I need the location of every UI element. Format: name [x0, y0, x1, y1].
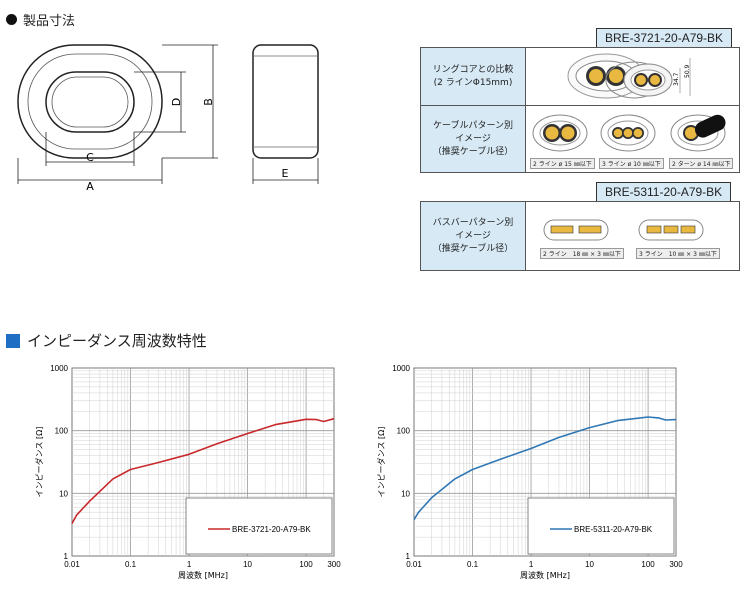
row2-label-line1: ケーブルパターン別	[432, 120, 513, 131]
dim-label-e: E	[282, 167, 289, 180]
row1-label: リングコアとの比較 (2 ラインΦ15mm)	[421, 48, 526, 105]
dim-label-b: B	[202, 98, 215, 106]
dim-label-a: A	[86, 180, 94, 193]
panel2-images: 2 ライン 18 ㎜ × 3 ㎜以下 3 ライン 10 ㎜ × 3 ㎜以下	[526, 202, 739, 270]
busbar-patterns-image	[543, 219, 704, 241]
x-tick-label: 300	[327, 560, 341, 569]
x-axis-label: 周波数 [MHz]	[520, 570, 570, 580]
legend-box	[527, 497, 675, 555]
section-title: 製品寸法	[23, 14, 76, 29]
y-tick-label: 10	[59, 489, 68, 498]
impedance-heading: インピーダンス周波数特性	[6, 330, 207, 351]
y-tick-label: 10	[401, 489, 410, 498]
y-tick-label: 100	[55, 427, 69, 436]
panel2-table: バスバーパターン別 イメージ （推奨ケーブル径） 2 ライン 18 ㎜ × 3 …	[420, 201, 740, 271]
section2-title: インピーダンス周波数特性	[27, 332, 207, 350]
core-side-view	[252, 44, 319, 159]
x-tick-label: 100	[299, 560, 313, 569]
panel2-model-tag: BRE-5311-20-A79-BK	[596, 182, 732, 201]
panel1-row-compare: リングコアとの比較 (2 ラインΦ15mm) 34.7 50.9	[421, 48, 739, 106]
y-tick-label: 100	[397, 427, 411, 436]
dimension-drawing: A C D B E	[17, 44, 319, 193]
bullet-icon	[6, 14, 17, 25]
row2-label-line3: （推奨ケーブル径）	[432, 146, 514, 157]
caption-busbar-2line: 2 ライン 18 ㎜ × 3 ㎜以下	[540, 248, 624, 259]
y-tick-label: 1	[406, 552, 411, 561]
panel1-table: リングコアとの比較 (2 ラインΦ15mm) 34.7 50.9	[420, 47, 740, 173]
dim-50-9: 50.9	[684, 64, 691, 78]
impedance-chart-1: 0.01 0.1 1 10 100 300 1 10 100 1000 周波数 [MHz] インピーダ…	[34, 364, 341, 580]
x-tick-label: 0.01	[64, 560, 80, 569]
caption-busbar-3line: 3 ライン 10 ㎜ × 3 ㎜以下	[636, 248, 720, 259]
y-tick-label: 1000	[50, 364, 68, 373]
panel2-label: バスバーパターン別 イメージ （推奨ケーブル径）	[421, 202, 526, 270]
legend-label: BRE-3721-20-A79-BK	[232, 525, 311, 534]
row2-label-line2: イメージ	[455, 133, 491, 144]
dim-34-7: 34.7	[673, 72, 680, 86]
panel2-label-line2: イメージ	[455, 230, 491, 241]
panel2-tag-wrap: BRE-5311-20-A79-BK	[596, 182, 732, 201]
x-tick-label: 1	[187, 560, 192, 569]
row1-label-line2: (2 ラインΦ15mm)	[433, 77, 513, 88]
ring-core-comparison-image: 34.7 50.9	[567, 53, 691, 99]
panel1-row-cable: ケーブルパターン別 イメージ （推奨ケーブル径）	[421, 106, 739, 172]
impedance-chart-2: 0.01 0.1 1 10 100 300 1 10 100 1000 周波数 [MHz] インピーダ…	[376, 364, 683, 580]
y-axis-label: インピーダンス [Ω]	[34, 427, 44, 498]
x-tick-label: 0.1	[125, 560, 137, 569]
caption-3line: 3 ライン ø 10 ㎜以下	[599, 158, 664, 169]
caption-2turn: 2 ターン ø 14 ㎜以下	[669, 158, 734, 169]
panel1-model-tag: BRE-3721-20-A79-BK	[596, 28, 733, 47]
row2-images: 2 ライン ø 15 ㎜以下 3 ライン ø 10 ㎜以下 2 ターン ø 14…	[526, 106, 739, 172]
core-inner-outline	[45, 71, 135, 133]
series-line	[413, 416, 677, 521]
row1-label-line1: リングコアとの比較	[432, 64, 514, 75]
cable-patterns-image	[532, 114, 726, 152]
panel1-tag-wrap: BRE-3721-20-A79-BK	[596, 28, 733, 47]
panel2-row-busbar: バスバーパターン別 イメージ （推奨ケーブル径） 2 ライン 18 ㎜ × 3 …	[421, 202, 739, 270]
dim-label-c: C	[86, 151, 94, 164]
x-tick-label: 10	[243, 560, 252, 569]
legend-box	[185, 497, 333, 555]
panel2-label-line1: バスバーパターン別	[432, 217, 514, 228]
x-tick-label: 300	[669, 560, 683, 569]
x-tick-label: 0.01	[406, 560, 422, 569]
square-bullet-icon	[6, 333, 20, 348]
x-axis-label: 周波数 [MHz]	[178, 570, 228, 580]
caption-2line: 2 ライン ø 15 ㎜以下	[530, 158, 595, 169]
series-line	[71, 417, 335, 524]
core-inner-edge	[51, 76, 129, 128]
legend-label: BRE-5311-20-A79-BK	[574, 525, 653, 534]
dim-label-d: D	[170, 98, 183, 106]
x-tick-label: 100	[641, 560, 655, 569]
y-tick-label: 1000	[392, 364, 410, 373]
product-dimensions-heading: 製品寸法	[6, 10, 75, 29]
y-tick-label: 1	[64, 552, 69, 561]
y-axis-label: インピーダンス [Ω]	[376, 427, 386, 498]
x-tick-label: 1	[529, 560, 534, 569]
row2-label: ケーブルパターン別 イメージ （推奨ケーブル径）	[421, 106, 526, 172]
row1-image: 34.7 50.9	[526, 48, 739, 105]
x-tick-label: 0.1	[467, 560, 479, 569]
panel2-label-line3: （推奨ケーブル径）	[432, 243, 514, 254]
x-tick-label: 10	[585, 560, 594, 569]
